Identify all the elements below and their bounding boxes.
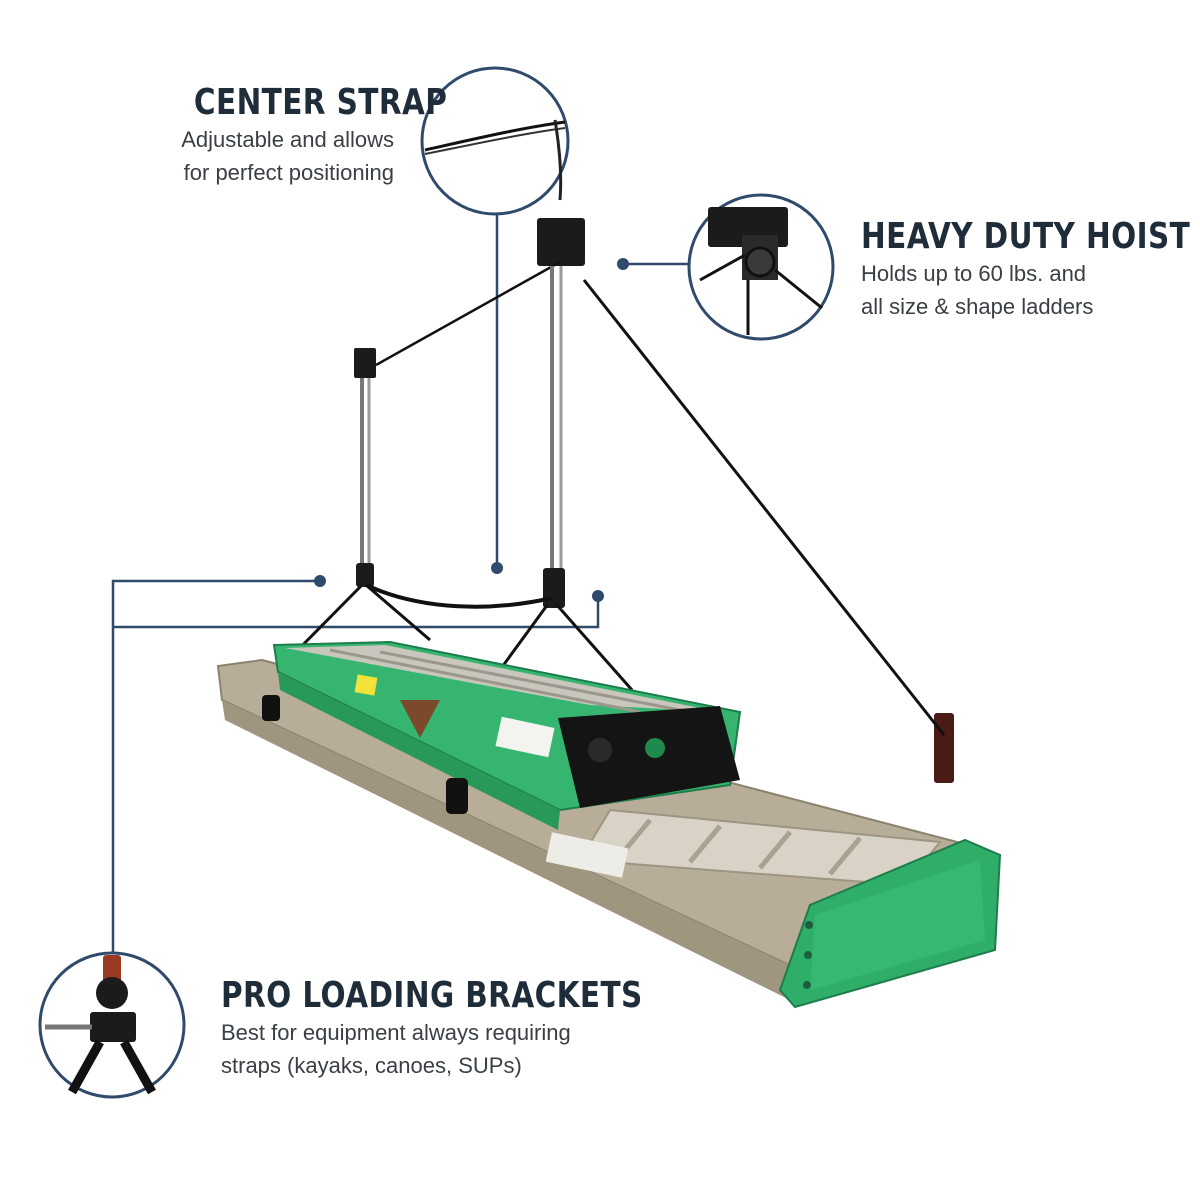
heavy-duty-hoist-title: HEAVY DUTY HOIST [861, 216, 1191, 257]
heavy-duty-hoist-desc-line1: Holds up to 60 lbs. and [861, 261, 1087, 286]
center-strap-desc-line2: for perfect positioning [183, 160, 394, 185]
callout-dots [314, 258, 629, 602]
heavy-duty-hoist-callout: HEAVY DUTY HOIST Holds up to 60 lbs. and… [861, 216, 1200, 323]
pro-loading-brackets-title: PRO LOADING BRACKETS [221, 975, 643, 1016]
pro-loading-brackets-callout: PRO LOADING BRACKETS Best for equipment … [221, 975, 735, 1082]
ladder [216, 640, 1002, 1009]
center-strap-callout: CENTER STRAP Adjustable and allows for p… [150, 82, 448, 189]
pro-loading-brackets-desc-line1: Best for equipment always requiring [221, 1020, 571, 1045]
center-strap-title: CENTER STRAP [193, 82, 448, 123]
hoist-detail-circle [687, 193, 835, 341]
brackets-detail-circle [38, 951, 186, 1099]
center-strap-desc-line1: Adjustable and allows [181, 127, 394, 152]
hoist-system [281, 218, 954, 783]
callout-lines [111, 215, 688, 952]
pro-loading-brackets-desc-line2: straps (kayaks, canoes, SUPs) [221, 1053, 522, 1078]
center-strap-detail-circle [420, 66, 570, 216]
heavy-duty-hoist-desc-line2: all size & shape ladders [861, 294, 1094, 319]
